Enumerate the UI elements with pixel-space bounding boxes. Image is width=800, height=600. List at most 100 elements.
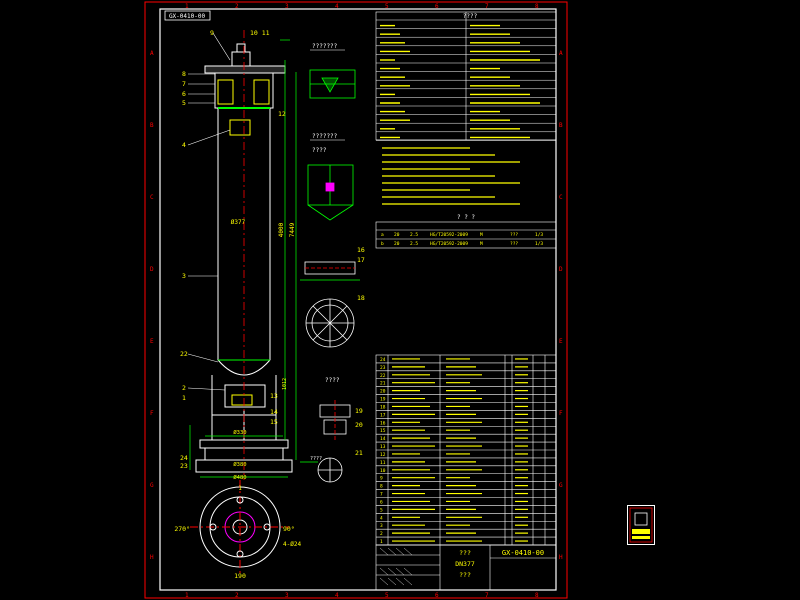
bom-row-number: 18: [380, 404, 386, 410]
nozzle-table: [375, 221, 557, 249]
nozzle-cell: ???: [510, 232, 518, 238]
grid-letter-left: D: [150, 266, 154, 273]
grid-number-bottom: 2: [235, 592, 239, 599]
bom-row-number: 6: [380, 499, 383, 505]
bom-row-number: 16: [380, 420, 386, 426]
grid-number-top: 5: [385, 3, 389, 10]
bom-row-number: 17: [380, 412, 386, 418]
grid-letter-left: B: [150, 122, 154, 129]
grid-letter-left: G: [150, 482, 154, 489]
bom-table: [375, 354, 557, 546]
detail-title-2: ???????: [312, 133, 338, 140]
bom-row-number: 7: [380, 492, 383, 498]
part-19: 19: [355, 407, 363, 415]
nozzle-cell: 1/3: [535, 232, 543, 238]
plan-holes: 4-Ø24: [283, 541, 301, 548]
bom-row-number: 10: [380, 468, 386, 474]
part-6: 6: [182, 90, 186, 98]
notes-area: [376, 139, 556, 205]
part-20: 20: [355, 421, 363, 429]
bom-row-number: 24: [380, 357, 386, 363]
grid-number-bottom: 7: [485, 592, 489, 599]
part-labels: 9 10 11 8 7 6 5 12 4 3 22 2 1 13 14 15 2…: [180, 29, 286, 470]
grid-number-top: 4: [335, 3, 339, 10]
grid-number-top: 2: [235, 3, 239, 10]
dim-diameter: Ø377: [231, 219, 246, 226]
drawing-border: [159, 8, 557, 591]
part-17: 17: [357, 256, 365, 264]
detail-title-3: ????: [312, 147, 327, 154]
part-18: 18: [357, 294, 365, 302]
grid-number-top: 7: [485, 3, 489, 10]
grid-letter-left: A: [150, 50, 154, 57]
grid-letter-left: F: [150, 410, 154, 417]
bom-row-number: 9: [380, 476, 383, 482]
vessel-elevation: [195, 30, 293, 480]
mini-sheet-thumbnail: [627, 505, 655, 545]
nozzle-cell: M: [480, 241, 483, 247]
grid-letter-right: B: [559, 122, 563, 129]
part-10-11: 10 11: [250, 29, 270, 37]
grid-letter-right: A: [559, 50, 563, 57]
dim-base-3: Ø480: [233, 474, 246, 481]
part-2: 2: [182, 384, 186, 392]
detail-title-1: ???????: [312, 43, 338, 50]
grid-letter-right: D: [559, 266, 563, 273]
grid-letter-right: H: [559, 554, 563, 561]
nozzle-cell: HG/T20592-2009: [430, 232, 468, 238]
grid-number-top: 1: [185, 3, 189, 10]
grid-number-top: 3: [285, 3, 289, 10]
part-21: 21: [355, 449, 363, 457]
grid-number-bottom: 5: [385, 592, 389, 599]
plan-view: [190, 480, 290, 575]
nozzle-cell: b: [381, 241, 384, 247]
part-8: 8: [182, 70, 186, 78]
bom-row-number: 11: [380, 460, 386, 466]
grid-number-bottom: 6: [435, 592, 439, 599]
part-12: 12: [278, 110, 286, 118]
bom-row-number: 4: [380, 515, 383, 521]
plan-dim-top: 1: [238, 485, 242, 492]
code-box: [164, 10, 211, 21]
part-3: 3: [182, 272, 186, 280]
grid-number-bottom: 4: [335, 592, 339, 599]
dim-base-1: Ø330: [233, 429, 246, 436]
detail-title-4: ????: [325, 377, 340, 384]
bom-row-number: 22: [380, 373, 386, 379]
bom-row-number: 1: [380, 539, 383, 545]
detail-title-5: ????: [310, 456, 322, 462]
bom-row-number: 13: [380, 444, 386, 450]
plan-angle-90: 90°: [283, 525, 295, 533]
nozzle-cell: a: [381, 233, 384, 238]
grid-number-bottom: 1: [185, 592, 189, 599]
nozzle-table-title: ? ? ?: [457, 214, 475, 221]
part-7: 7: [182, 80, 186, 88]
part-14: 14: [270, 408, 278, 416]
nozzle-cell: HG/T20592-2009: [430, 241, 468, 247]
tech-table-title: ????: [463, 13, 478, 20]
part-22: 22: [180, 350, 188, 358]
grid-plate: [305, 298, 355, 348]
title-name-mid: DN377: [455, 560, 475, 568]
grid-number-bottom: 3: [285, 592, 289, 599]
bom-row-number: 14: [380, 436, 386, 442]
grid-letter-left: H: [150, 554, 154, 561]
part-5: 5: [182, 99, 186, 107]
part-15: 15: [270, 418, 278, 426]
title-block: [375, 544, 557, 591]
grid-number-top: 8: [535, 3, 539, 10]
bom-row-number: 2: [380, 531, 383, 537]
nozzle-cell: M: [480, 232, 483, 238]
nozzle-cell: 2.5: [410, 232, 418, 238]
bom-row-number: 15: [380, 428, 386, 434]
bom-row-number: 8: [380, 484, 383, 490]
dim-height-shell: 4000: [278, 222, 285, 237]
part-1: 1: [182, 394, 186, 402]
